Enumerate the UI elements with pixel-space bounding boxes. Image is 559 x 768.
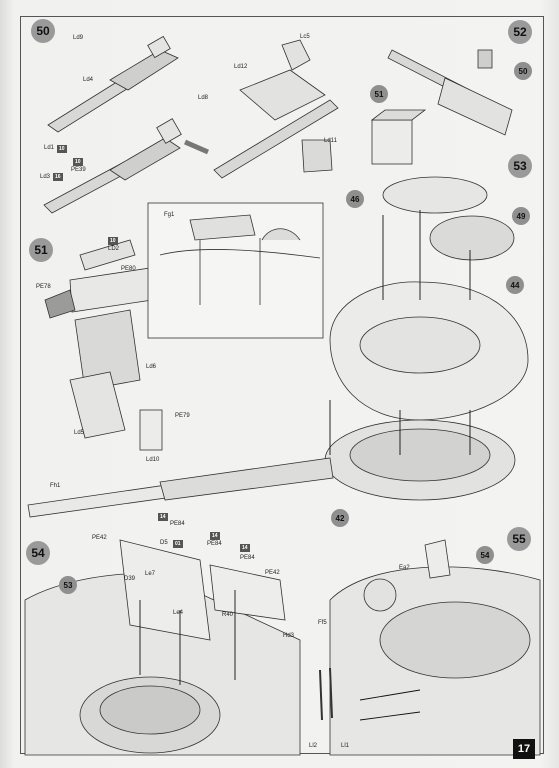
part-label: Ld4 (83, 77, 94, 83)
main-gun-barrel (27, 457, 334, 518)
turret-ring (324, 419, 516, 501)
part-label: Ll2 (309, 743, 318, 749)
color-tag: 10 (73, 158, 83, 166)
ammo-feed-assembly (44, 239, 163, 451)
detail-bracket (159, 214, 321, 305)
color-tag: 16 (53, 173, 63, 181)
turret-assembly-left (24, 539, 301, 756)
part-label: PE42 (265, 570, 280, 576)
part-label: Le4 (173, 610, 184, 616)
part-label: Lc5 (300, 34, 310, 40)
part-label: PE42 (92, 535, 107, 541)
part-label: Hd3 (283, 633, 295, 639)
color-tag: 01 (173, 540, 183, 548)
part-label: Fg1 (164, 212, 175, 218)
step-number-55: 55 (507, 527, 531, 551)
color-tag: 14 (210, 532, 220, 540)
callout-54: 54 (476, 546, 494, 564)
part-label: Fh1 (50, 483, 61, 489)
callout-42: 42 (331, 509, 349, 527)
callout-44: 44 (506, 276, 524, 294)
part-label: PE78 (36, 284, 51, 290)
part-label: PE84 (170, 521, 185, 527)
part-label: Ld12 (234, 64, 248, 70)
color-tag: 10 (108, 237, 118, 245)
part-label: Ld6 (146, 364, 157, 370)
machine-gun-mounted (213, 39, 339, 179)
callout-51: 51 (370, 85, 388, 103)
part-label: Le7 (145, 571, 156, 577)
machine-gun-upper (47, 35, 179, 133)
part-label: D5 (160, 540, 168, 546)
turret-assembly-right (319, 539, 541, 756)
assembly-arrows (139, 210, 471, 721)
part-label: PE84 (240, 555, 255, 561)
part-label: D39 (124, 576, 136, 582)
callout-46: 46 (346, 190, 364, 208)
part-label: PE39 (71, 167, 86, 173)
step-number-54: 54 (26, 541, 50, 565)
color-tag: 10 (57, 145, 67, 153)
part-label: Ld3 (40, 174, 51, 180)
color-tag: 14 (158, 513, 168, 521)
part-label: Ea2 (399, 565, 410, 571)
part-label: LD2 (108, 246, 120, 252)
part-label: PE80 (121, 266, 136, 272)
step-number-51: 51 (29, 238, 53, 262)
arrow-icon (184, 139, 209, 155)
part-label: PE84 (207, 541, 222, 547)
part-label: Ll1 (341, 743, 350, 749)
step-number-52: 52 (508, 20, 532, 44)
turret-cupola (382, 176, 515, 261)
part-label: Ff5 (318, 620, 327, 626)
step-number-53: 53 (508, 154, 532, 178)
machine-gun-lower (43, 118, 182, 214)
part-label: Ld8 (198, 95, 209, 101)
part-label: R40 (222, 612, 234, 618)
callout-49: 49 (512, 207, 530, 225)
part-label: PE79 (175, 413, 190, 419)
part-label: Ld9 (73, 35, 84, 41)
part-label: Ld11 (324, 138, 337, 144)
color-tag: 14 (240, 544, 250, 552)
gun-with-ammo-box (370, 49, 513, 165)
part-label: Ld5 (74, 430, 85, 436)
turret-shell (329, 281, 529, 421)
part-label: Ld1 (44, 145, 55, 151)
step-number-50: 50 (31, 19, 55, 43)
part-label: Ld10 (146, 457, 160, 463)
callout-53: 53 (59, 576, 77, 594)
page-number: 17 (513, 739, 535, 759)
callout-50: 50 (514, 62, 532, 80)
